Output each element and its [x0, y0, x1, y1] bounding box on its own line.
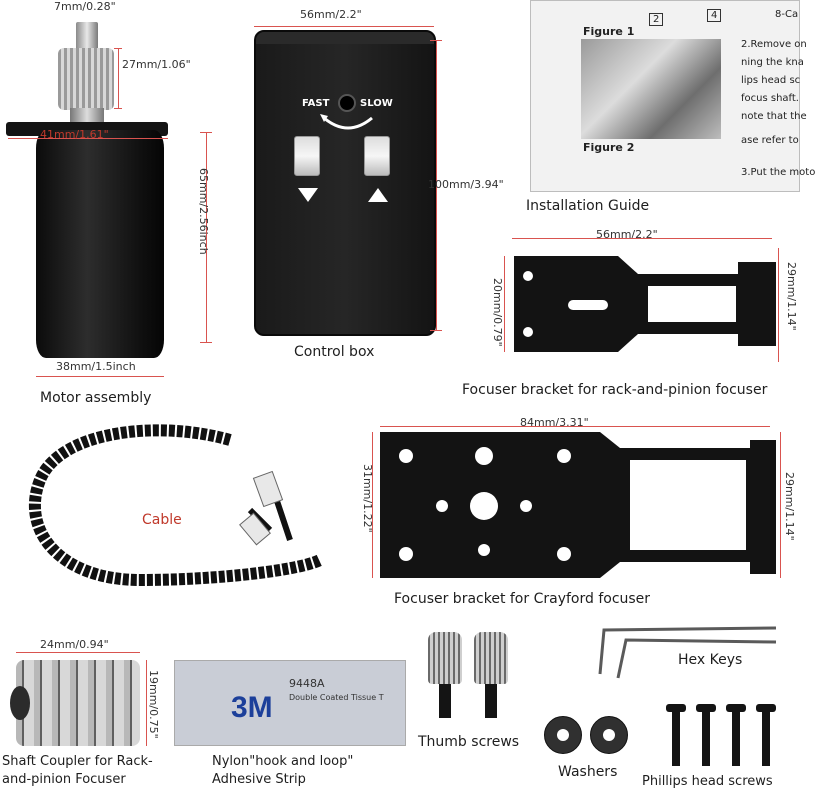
control-height-dim: 100mm/3.94"	[428, 178, 504, 191]
up-arrow-icon	[368, 188, 388, 202]
nylon-label-2: Adhesive Strip	[212, 772, 306, 787]
down-button[interactable]	[294, 136, 320, 176]
fast-label: FAST	[302, 98, 330, 109]
washer-1	[544, 716, 582, 754]
thumb-screw-1-shaft	[439, 684, 451, 718]
rack-bracket-section: 56mm/2.2" 20mm/0.79" 29mm/1.14" Focuser …	[460, 222, 800, 402]
motor-knob-dim: 27mm/1.06"	[122, 58, 191, 71]
installation-guide: 2 4 8-Ca Figure 1 Figure 2 2.Remove on n…	[520, 0, 815, 220]
shaft-coupler	[10, 660, 140, 746]
rack-bracket-label: Focuser bracket for rack-and-pinion focu…	[462, 382, 768, 398]
rack-width-dim: 56mm/2.2"	[596, 228, 658, 241]
guide-line-1: 2.Remove on	[741, 39, 807, 50]
motor-shaft	[76, 22, 98, 50]
motor-shaft-dim: 7mm/0.28"	[54, 0, 116, 13]
crayford-bracket-section: 84mm/3.31" 31mm/1.22" 29mm/1.14" Focuser…	[330, 408, 800, 618]
coiled-cable	[29, 424, 323, 587]
hex-keys	[598, 626, 777, 679]
washer-2	[590, 716, 628, 754]
hex-keys-section: Hex Keys	[590, 620, 800, 690]
coupler-width-dim: 24mm/0.94"	[40, 638, 109, 651]
down-arrow-icon	[298, 188, 318, 202]
motor-knob	[58, 48, 114, 110]
control-box-top	[256, 32, 434, 44]
coupler-label-1: Shaft Coupler for Rack-	[2, 754, 153, 769]
cable-section: Cable	[0, 420, 340, 620]
guide-line-3: lips head sc	[741, 75, 801, 86]
guide-line-7: 3.Put the moto	[741, 167, 815, 178]
guide-label: Installation Guide	[526, 198, 650, 214]
tape-code: 9448A	[289, 677, 325, 690]
crayford-bracket	[380, 432, 776, 578]
guide-figure2: Figure 2	[583, 141, 635, 154]
slow-label: SLOW	[360, 98, 393, 109]
phillips-screws-section: Phillips head screws	[640, 700, 800, 794]
motor-height-dim: 65mm/2.56inch	[197, 168, 210, 255]
adhesive-strip: 3M 9448A Double Coated Tissue T	[174, 660, 406, 746]
guide-num-2: 2	[649, 13, 664, 26]
tape-desc: Double Coated Tissue T	[289, 693, 384, 702]
guide-line-5: note that the	[741, 111, 807, 122]
motor-base-dim: 38mm/1.5inch	[56, 360, 136, 373]
thumb-screw-2	[474, 632, 508, 684]
crayford-bracket-label: Focuser bracket for Crayford focuser	[394, 591, 651, 607]
control-box: FAST SLOW	[254, 30, 436, 336]
motor-label: Motor assembly	[40, 390, 152, 406]
phillips-screw-2	[696, 704, 716, 712]
cable-label: Cable	[142, 512, 182, 528]
tape-brand: 3M	[231, 691, 273, 724]
hex-keys-label: Hex Keys	[678, 652, 743, 668]
washers-section: Washers	[540, 710, 640, 794]
up-button[interactable]	[364, 136, 390, 176]
thumb-screws-label: Thumb screws	[418, 734, 520, 750]
phillips-label: Phillips head screws	[642, 774, 773, 789]
guide-line-2: ning the kna	[741, 57, 804, 68]
crayford-width-dim: 84mm/3.31"	[520, 416, 589, 429]
guide-top-right: 8-Ca	[775, 9, 799, 20]
coupler-height-dim: 19mm/0.75"	[147, 670, 160, 739]
guide-line-4: focus shaft.	[741, 93, 799, 104]
thumb-screw-2-shaft	[485, 684, 497, 718]
phillips-screw-3	[726, 704, 746, 712]
rack-bracket	[514, 256, 776, 352]
crayford-right-dim: 29mm/1.14"	[783, 472, 796, 541]
washers-label: Washers	[558, 764, 618, 780]
motor-collar	[70, 108, 104, 126]
guide-photo	[581, 39, 721, 139]
phillips-screw-1	[666, 704, 686, 712]
control-box-section: 56mm/2.2" FAST SLOW 100mm/3.94" Control …	[240, 0, 510, 370]
coupler-bore	[10, 686, 30, 720]
coupler-label-2: and-pinion Focuser	[2, 772, 126, 787]
rack-height-dim: 29mm/1.14"	[785, 262, 798, 331]
rack-inner-dim: 20mm/0.79"	[491, 278, 504, 347]
control-width-dim: 56mm/2.2"	[300, 8, 362, 21]
speed-knob[interactable]	[338, 94, 356, 112]
crayford-left-dim: 31mm/1.22"	[361, 464, 374, 533]
rotate-arrow-icon	[320, 114, 373, 130]
phillips-screw-4	[756, 704, 776, 712]
thumb-screw-1	[428, 632, 462, 684]
guide-num-4: 4	[707, 9, 722, 22]
motor-assembly: 7mm/0.28" 27mm/1.06" 41mm/1.61" 65mm/2.5…	[0, 0, 230, 410]
guide-line-6: ase refer to	[741, 135, 799, 146]
guide-figure1: Figure 1	[583, 25, 635, 38]
guide-paper: 2 4 8-Ca Figure 1 Figure 2 2.Remove on n…	[530, 0, 815, 192]
motor-flange-dim: 41mm/1.61"	[40, 128, 109, 141]
shaft-coupler-section: 24mm/0.94" 19mm/0.75" Shaft Coupler for …	[0, 630, 170, 794]
motor-body	[36, 130, 164, 358]
control-box-label: Control box	[294, 344, 375, 360]
thumb-screws-section: Thumb screws	[410, 626, 540, 756]
nylon-strip-section: 3M 9448A Double Coated Tissue T Nylon"ho…	[170, 660, 410, 794]
nylon-label-1: Nylon"hook and loop"	[212, 754, 354, 769]
